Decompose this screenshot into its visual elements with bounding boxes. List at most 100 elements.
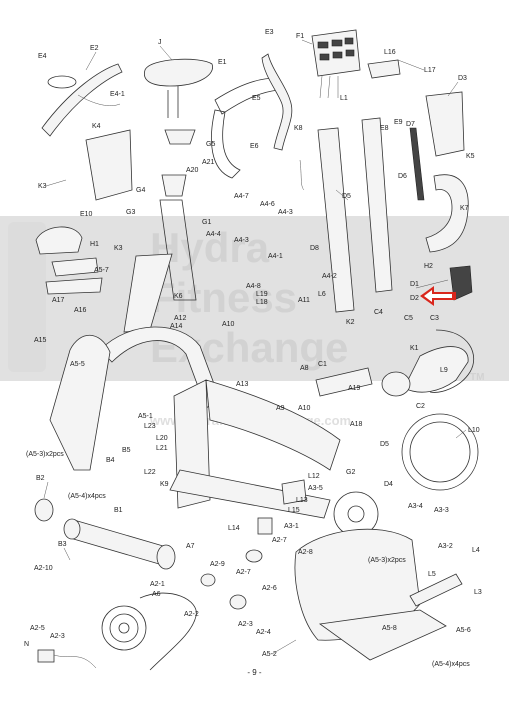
- label-a2-10: A2-10: [34, 565, 53, 572]
- label-l1: L1: [340, 95, 348, 102]
- bracket-a3-5: [281, 479, 307, 505]
- frame-rail-l23: [205, 379, 341, 471]
- label-k3: K3: [38, 183, 47, 190]
- end-cap-b3: [156, 544, 176, 570]
- label-a4-1: A4-1: [268, 253, 283, 260]
- label-l6: L6: [318, 291, 326, 298]
- label-a5-3x2b: (A5-3)x2pcs: [368, 557, 406, 564]
- stabilizer-b1: [69, 519, 171, 567]
- label-a10b: A10: [298, 405, 311, 412]
- label-a4-4: A4-4: [206, 231, 221, 238]
- main-frame: [35, 117, 479, 519]
- cover-k7: [425, 174, 469, 253]
- watermark-tm: TM: [470, 372, 484, 383]
- label-j: J: [158, 39, 162, 46]
- label-a19: A19: [348, 385, 361, 392]
- label-b4: B4: [106, 457, 115, 464]
- label-l23: L23: [144, 423, 156, 430]
- label-b1: B1: [114, 507, 123, 514]
- plate-c1: [315, 367, 373, 397]
- label-d5: D5: [342, 193, 351, 200]
- label-c4: C4: [374, 309, 383, 316]
- seat-tube: [159, 199, 197, 301]
- label-a14: A14: [170, 323, 183, 330]
- label-l12: L12: [308, 473, 320, 480]
- label-a11: A11: [298, 297, 310, 304]
- plate-a5-7: [51, 257, 99, 277]
- label-a2-4: A2-4: [256, 629, 271, 636]
- label-l19: L19: [256, 291, 268, 298]
- pulley-a2-2: [101, 605, 147, 651]
- bearing-a2-6: [229, 594, 247, 610]
- label-e3: E3: [265, 29, 274, 36]
- label-l3: L3: [474, 589, 482, 596]
- label-a20: A20: [186, 167, 199, 174]
- label-k7: K7: [460, 205, 469, 212]
- label-a2-3b: A2-3: [238, 621, 253, 628]
- label-d5b: D5: [380, 441, 389, 448]
- watermark-logo: [8, 222, 46, 372]
- label-l15: L15: [288, 507, 300, 514]
- label-e5: E5: [252, 95, 261, 102]
- label-a2-5: A2-5: [30, 625, 45, 632]
- wheel-b2: [34, 498, 54, 522]
- label-c2: C2: [416, 403, 425, 410]
- label-l16: L16: [384, 49, 396, 56]
- seat-clamp-g5: [164, 129, 196, 145]
- label-e8: E8: [380, 125, 389, 132]
- bearing-a2-7: [245, 549, 263, 563]
- label-e6: E6: [250, 143, 259, 150]
- seat-j: [143, 58, 213, 87]
- label-a3-2: A3-2: [438, 543, 453, 550]
- seat-handlebar-group: [41, 29, 465, 201]
- label-a5-1: A5-1: [138, 413, 153, 420]
- label-l5: L5: [428, 571, 436, 578]
- adapter-n: [37, 649, 55, 663]
- label-a5-2: A5-2: [262, 651, 277, 658]
- label-d6: D6: [398, 173, 407, 180]
- label-a4-7: A4-7: [234, 193, 249, 200]
- console-f1: [311, 29, 361, 99]
- label-l13: L13: [296, 497, 308, 504]
- label-a2-6: A2-6: [262, 585, 277, 592]
- label-a6: A6: [152, 591, 161, 598]
- label-l22: L22: [144, 469, 156, 476]
- label-a3-3: A3-3: [434, 507, 449, 514]
- label-a8: A8: [300, 365, 309, 372]
- label-e9: E9: [394, 119, 403, 126]
- label-c5: C5: [404, 315, 413, 322]
- label-a2-7b: A2-7: [236, 569, 251, 576]
- pulley-k1: [403, 346, 469, 393]
- label-h2: H2: [424, 263, 433, 270]
- label-a2-7a: A2-7: [272, 537, 287, 544]
- label-a5-4x4: (A5-4)x4pcs: [68, 493, 106, 500]
- cable-e4-1: [77, 94, 121, 106]
- label-k4: K4: [92, 123, 101, 130]
- label-d7: D7: [406, 121, 415, 128]
- label-a15: A15: [34, 337, 47, 344]
- fan-h1: [35, 226, 83, 255]
- label-k1: K1: [410, 345, 419, 352]
- label-a16: A16: [74, 307, 87, 314]
- shroud-k4: [85, 129, 133, 201]
- label-a2-8: A2-8: [298, 549, 313, 556]
- frame-leg: [49, 334, 111, 471]
- label-k9: K9: [160, 481, 169, 488]
- label-a4-6: A4-6: [260, 201, 275, 208]
- label-h1: H1: [90, 241, 99, 248]
- label-g2: G2: [346, 469, 355, 476]
- lower-assembly: [34, 479, 463, 671]
- label-e10: E10: [80, 211, 93, 218]
- strip-d7: [409, 127, 425, 201]
- crank-a3-2: [409, 573, 463, 607]
- label-a12: A12: [174, 315, 187, 322]
- grip-e3: [261, 53, 293, 151]
- label-g5: G5: [206, 141, 215, 148]
- label-k2: K2: [346, 319, 355, 326]
- label-a5-7: A5-7: [94, 267, 109, 274]
- page-number: - 9 -: [247, 668, 262, 677]
- frame-base: [169, 469, 331, 519]
- part-d2: [449, 265, 473, 301]
- label-a18: A18: [350, 421, 363, 428]
